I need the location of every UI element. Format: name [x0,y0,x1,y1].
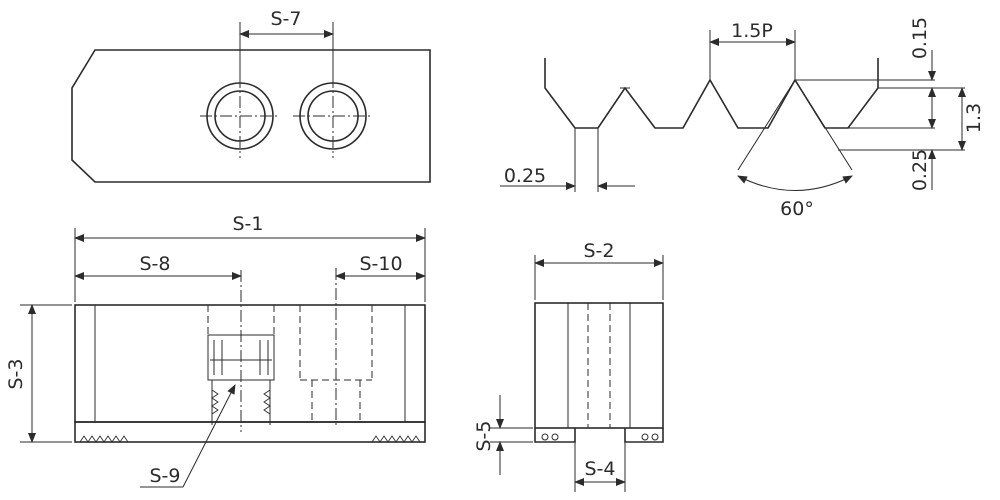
tooth-profile [544,58,879,129]
dimension-top-gap: 0.15 [909,17,936,118]
label-s9: S-9 [149,465,180,487]
label-s5: S-5 [473,420,495,451]
top-view-outline [71,49,431,183]
dimension-s9: S-9 [140,384,236,488]
dimension-s4: S-4 [574,442,626,492]
hidden-hole-left [207,270,275,432]
dimension-angle: 60° [737,79,853,220]
dimension-s2: S-2 [534,240,664,300]
dimension-root-flat: 0.25 [500,128,635,192]
dimension-bottom-gap: 0.25 [909,118,936,191]
side-view: S-2 S-4 S-5 [473,240,664,492]
hidden-hole-right [299,268,373,425]
dimension-s3: S-3 [5,304,72,443]
label-s4: S-4 [584,458,615,480]
dimension-s10: S-10 [335,253,426,280]
side-view-outline [534,302,664,429]
top-view: S-7 [71,8,431,183]
dimension-depth: 1.3 [958,87,985,151]
front-view: S-1 S-8 S-10 S-3 S-9 [5,213,426,488]
label-depth: 1.3 [963,103,985,133]
label-s7: S-7 [270,8,301,30]
dimension-s5: S-5 [473,395,533,475]
dimension-s8: S-8 [74,253,242,280]
dimension-pitch: 1.5P [709,20,796,80]
bolt-hole-left [200,76,280,158]
dimension-s7: S-7 [239,8,334,80]
bolt-hole-right [293,76,373,158]
label-s1: S-1 [232,213,263,235]
label-bottom-gap: 0.25 [909,149,931,191]
label-s10: S-10 [359,253,402,275]
dimension-s1: S-1 [74,213,426,302]
label-s3: S-3 [5,358,27,389]
label-s2: S-2 [583,240,614,262]
label-s8: S-8 [139,253,170,275]
label-pitch: 1.5P [731,20,773,42]
tooth-profile-detail: 1.5P 0.15 1.3 0.25 0.25 [500,17,985,220]
label-root-flat: 0.25 [504,165,546,187]
label-top-gap: 0.15 [909,17,931,59]
label-angle: 60° [780,198,814,220]
